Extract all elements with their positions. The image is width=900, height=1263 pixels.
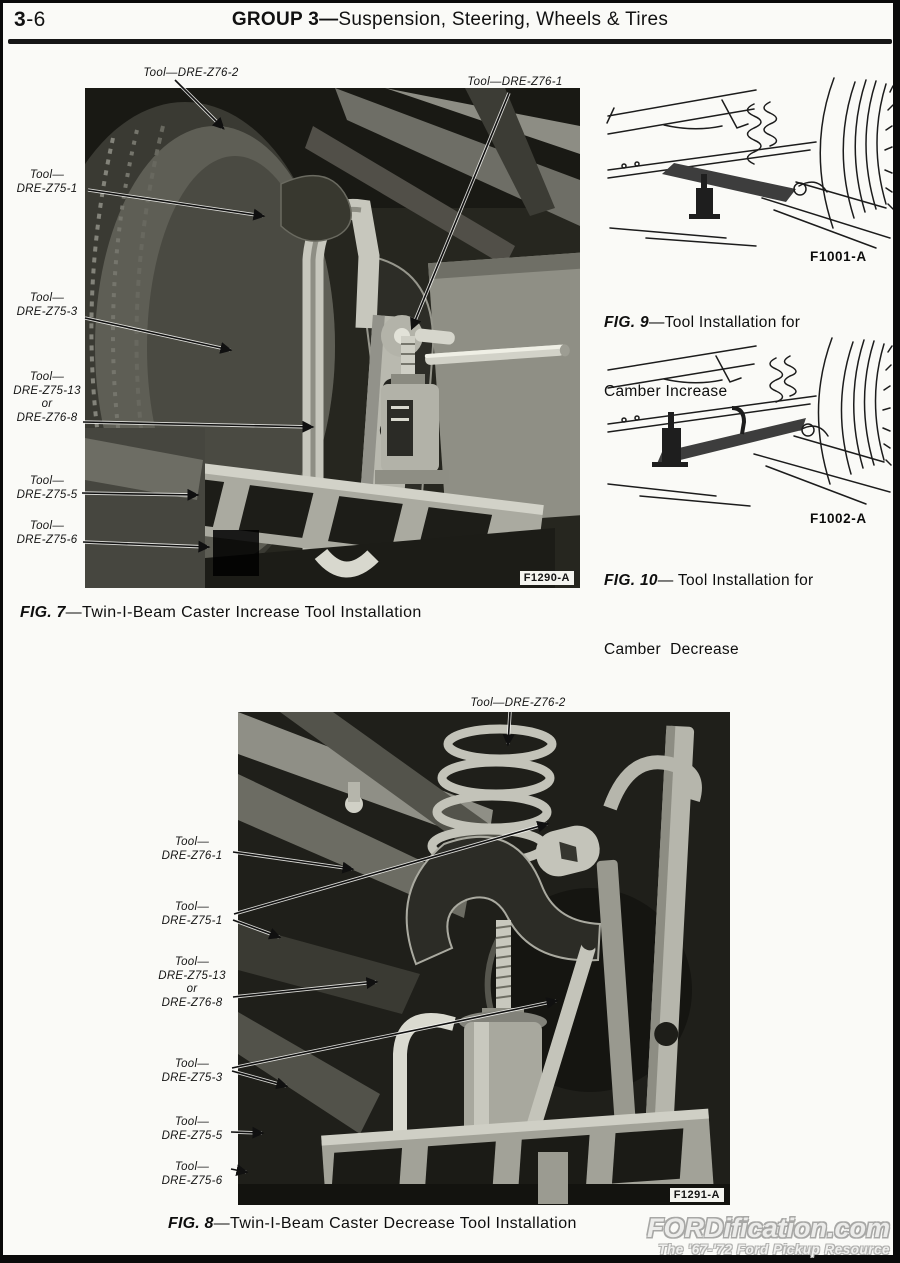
callout-line: Tool— xyxy=(29,475,65,487)
fig7-caption-text: —Twin-I-Beam Caster Increase Tool Instal… xyxy=(65,604,422,621)
callout-line: Tool— xyxy=(174,1058,210,1070)
fig8-caption-text: —Twin-I-Beam Caster Decrease Tool Instal… xyxy=(213,1215,577,1232)
fig10-caption: FIG. 10— Tool Installation for Camber De… xyxy=(604,522,813,708)
callout-line: Tool— xyxy=(174,901,210,913)
fig7-caption-number: FIG. 7 xyxy=(20,604,66,621)
header-rule xyxy=(8,39,892,44)
callout-line: DRE-Z76-1 xyxy=(161,849,223,862)
callout-line: Tool— xyxy=(174,1161,210,1173)
callout-line: DRE-Z76-8 xyxy=(16,411,78,424)
callout-line: Tool— xyxy=(29,371,65,383)
scan-edge-bottom xyxy=(0,1255,900,1263)
callout-line: DRE-Z75-5 xyxy=(16,488,78,501)
fig7-callout-dre-z75-3: Tool— DRE-Z75-3 xyxy=(8,292,86,319)
callout-line: Tool—DRE-Z76-2 xyxy=(470,697,566,709)
callout-line: DRE-Z75-6 xyxy=(16,533,78,546)
watermark-tagline: The '67-'72 Ford Pickup Resource xyxy=(658,1242,890,1258)
fig7-callout-dre-z76-1: Tool—DRE-Z76-1 xyxy=(460,76,570,90)
callout-line: DRE-Z75-5 xyxy=(161,1129,223,1142)
fig9-photo-code: F1001-A xyxy=(810,249,867,264)
scan-edge-right xyxy=(893,0,900,1263)
fig9-caption-number: FIG. 9 xyxy=(604,313,649,331)
callout-line: Tool—DRE-Z76-2 xyxy=(143,67,239,79)
callout-line: DRE-Z75-6 xyxy=(161,1174,223,1187)
fig8-callout-dre-z75-6: Tool— DRE-Z75-6 xyxy=(152,1161,232,1188)
callout-line: DRE-Z75-1 xyxy=(16,182,78,195)
callout-line: DRE-Z75-13 xyxy=(13,384,81,397)
fig7-photo-art xyxy=(85,88,580,588)
callout-line: DRE-Z75-13 xyxy=(158,969,226,982)
page-title-group: GROUP 3— xyxy=(231,9,339,30)
callout-line: DRE-Z76-8 xyxy=(161,996,223,1009)
callout-line: Tool— xyxy=(174,956,210,968)
fig10-drawing xyxy=(604,334,893,514)
fig7-callout-dre-z75-6: Tool— DRE-Z75-6 xyxy=(8,520,86,547)
fig10-photo-code: F1002-A xyxy=(810,511,867,526)
fig8-callout-dre-z75-5: Tool— DRE-Z75-5 xyxy=(152,1116,232,1143)
fig7-callout-dre-z76-2: Tool—DRE-Z76-2 xyxy=(126,67,256,81)
callout-line: Tool— xyxy=(29,169,65,181)
page-number-rest: -6 xyxy=(26,8,46,31)
page-number-bold: 3 xyxy=(14,8,27,31)
page-number: 3-6 xyxy=(14,8,46,32)
fig9-caption: FIG. 9—Tool Installation for Camber Incr… xyxy=(604,264,800,450)
fig8-callout-dre-z76-2: Tool—DRE-Z76-2 xyxy=(462,697,574,711)
fig10-caption-text: — Tool Installation for xyxy=(657,571,814,589)
fig8-caption: FIG. 8—Twin-I-Beam Caster Decrease Tool … xyxy=(168,1215,577,1233)
scan-edge-top xyxy=(0,0,900,3)
page-title-rest: Suspension, Steering, Wheels & Tires xyxy=(338,9,669,30)
callout-line: Tool— xyxy=(29,292,65,304)
fig9-caption-text: —Tool Installation for xyxy=(648,313,801,331)
fig10-caption-line2: Camber Decrease xyxy=(604,641,739,659)
callout-line: or xyxy=(186,983,198,996)
fig7-callout-dre-z75-5: Tool— DRE-Z75-5 xyxy=(8,475,86,502)
fig10-caption-number: FIG. 10 xyxy=(604,571,658,589)
fig9-drawing xyxy=(604,76,893,252)
callout-line: DRE-Z75-1 xyxy=(161,914,223,927)
callout-line: Tool— xyxy=(29,520,65,532)
fig7-photo: F1290-A xyxy=(85,88,580,588)
fig8-callout-dre-z76-1: Tool— DRE-Z76-1 xyxy=(152,836,232,863)
fig7-photo-code: F1290-A xyxy=(519,571,574,585)
fig9-caption-line2: Camber Increase xyxy=(604,383,728,401)
fig9-caption-line1: FIG. 9—Tool Installation for xyxy=(604,311,800,334)
callout-line: Tool— xyxy=(174,1116,210,1128)
callout-line: Tool—DRE-Z76-1 xyxy=(467,76,563,88)
fig7-callout-dre-z75-1: Tool— DRE-Z75-1 xyxy=(8,169,86,196)
callout-line: Tool— xyxy=(174,836,210,848)
fig8-photo-code: F1291-A xyxy=(669,1188,724,1202)
fig8-callout-dre-z75-1: Tool— DRE-Z75-1 xyxy=(152,901,232,928)
scan-edge-left xyxy=(0,0,3,1263)
watermark-title: FORDification.com xyxy=(646,1212,890,1243)
callout-line: or xyxy=(41,398,53,411)
fig10-caption-line1: FIG. 10— Tool Installation for xyxy=(604,569,813,592)
fig7-callout-dre-z75-13: Tool— DRE-Z75-13 or DRE-Z76-8 xyxy=(8,371,86,425)
fig8-callout-dre-z75-3: Tool— DRE-Z75-3 xyxy=(152,1058,232,1085)
fig8-caption-number: FIG. 8 xyxy=(168,1215,214,1232)
fig8-photo-art xyxy=(238,712,730,1205)
watermark: FORDification.com The '67-'72 Ford Picku… xyxy=(646,1212,890,1258)
fig8-photo: F1291-A xyxy=(238,712,730,1205)
fig7-caption: FIG. 7—Twin-I-Beam Caster Increase Tool … xyxy=(20,604,422,622)
page-title: GROUP 3—Suspension, Steering, Wheels & T… xyxy=(0,9,900,31)
callout-line: DRE-Z75-3 xyxy=(161,1071,223,1084)
callout-line: DRE-Z75-3 xyxy=(16,305,78,318)
fig8-callout-dre-z75-13: Tool— DRE-Z75-13 or DRE-Z76-8 xyxy=(152,956,232,1010)
